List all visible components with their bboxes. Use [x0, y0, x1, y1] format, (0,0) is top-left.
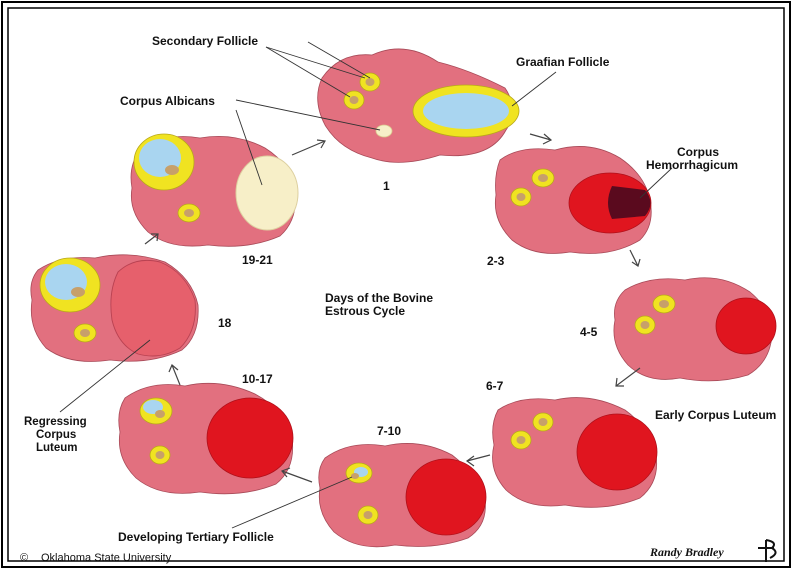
label-secondary-follicle: Secondary Follicle: [152, 34, 258, 48]
label-graafian-follicle: Graafian Follicle: [516, 55, 610, 69]
diagram-title-line-2: Estrous Cycle: [325, 304, 405, 318]
arrow-6-to-7: [467, 455, 490, 466]
corpus-luteum-4-5: [716, 298, 776, 354]
copyright-symbol: ©: [20, 552, 28, 564]
label-corpus-albicans: Corpus Albicans: [120, 94, 215, 108]
signature-monogram-icon: [758, 540, 776, 562]
stage-18-ovary: [31, 255, 198, 362]
early-corpus-luteum: [577, 414, 657, 490]
arrow-4-to-6: [616, 368, 640, 386]
stage-label-6-7: 6-7: [486, 379, 504, 393]
copyright-text: Oklahoma State University: [41, 552, 172, 564]
corpus-albicans-small: [376, 125, 392, 137]
stage-label-19-21: 19-21: [242, 253, 273, 267]
stage-2-3-ovary: [495, 146, 651, 253]
label-early-corpus-luteum: Early Corpus Luteum: [655, 408, 776, 422]
corpus-luteum-7-10: [406, 459, 486, 535]
corpus-hemorrhagicum-core: [608, 186, 651, 219]
label-regressing-cl-3: Luteum: [36, 442, 78, 454]
stage-label-7-10: 7-10: [377, 424, 401, 438]
arrow-2-to-4: [630, 250, 640, 266]
label-corpus-hemorrhagicum-1: Corpus: [677, 145, 719, 159]
diagram-title-line-1: Days of the Bovine: [325, 291, 433, 305]
label-developing-tertiary-follicle: Developing Tertiary Follicle: [118, 530, 274, 544]
stage-7-10-ovary: [319, 443, 486, 546]
mature-corpus-luteum: [207, 398, 293, 478]
signature-text: Randy Bradley: [649, 545, 724, 559]
arrow-10-to-18: [169, 365, 180, 385]
stage-6-7-ovary: [493, 398, 658, 508]
stage-1-ovary: [318, 49, 519, 162]
arrow-19-to-1: [292, 140, 325, 155]
stage-19-21-ovary: [131, 134, 298, 246]
label-regressing-cl-2: Corpus: [36, 429, 76, 441]
corpus-albicans: [236, 156, 298, 230]
label-regressing-cl-1: Regressing: [24, 416, 87, 428]
stage-4-5-ovary: [614, 278, 776, 381]
arrow-1-to-2: [530, 134, 551, 144]
label-corpus-hemorrhagicum-2: Hemorrhagicum: [646, 158, 738, 172]
stage-label-18: 18: [218, 316, 232, 330]
arrow-18-to-19: [145, 234, 158, 244]
stage-label-1: 1: [383, 179, 390, 193]
stage-label-2-3: 2-3: [487, 254, 505, 268]
stage-label-4-5: 4-5: [580, 325, 598, 339]
stage-10-17-ovary: [119, 383, 293, 493]
stage-label-10-17: 10-17: [242, 372, 273, 386]
regressing-corpus-luteum: [111, 260, 196, 356]
